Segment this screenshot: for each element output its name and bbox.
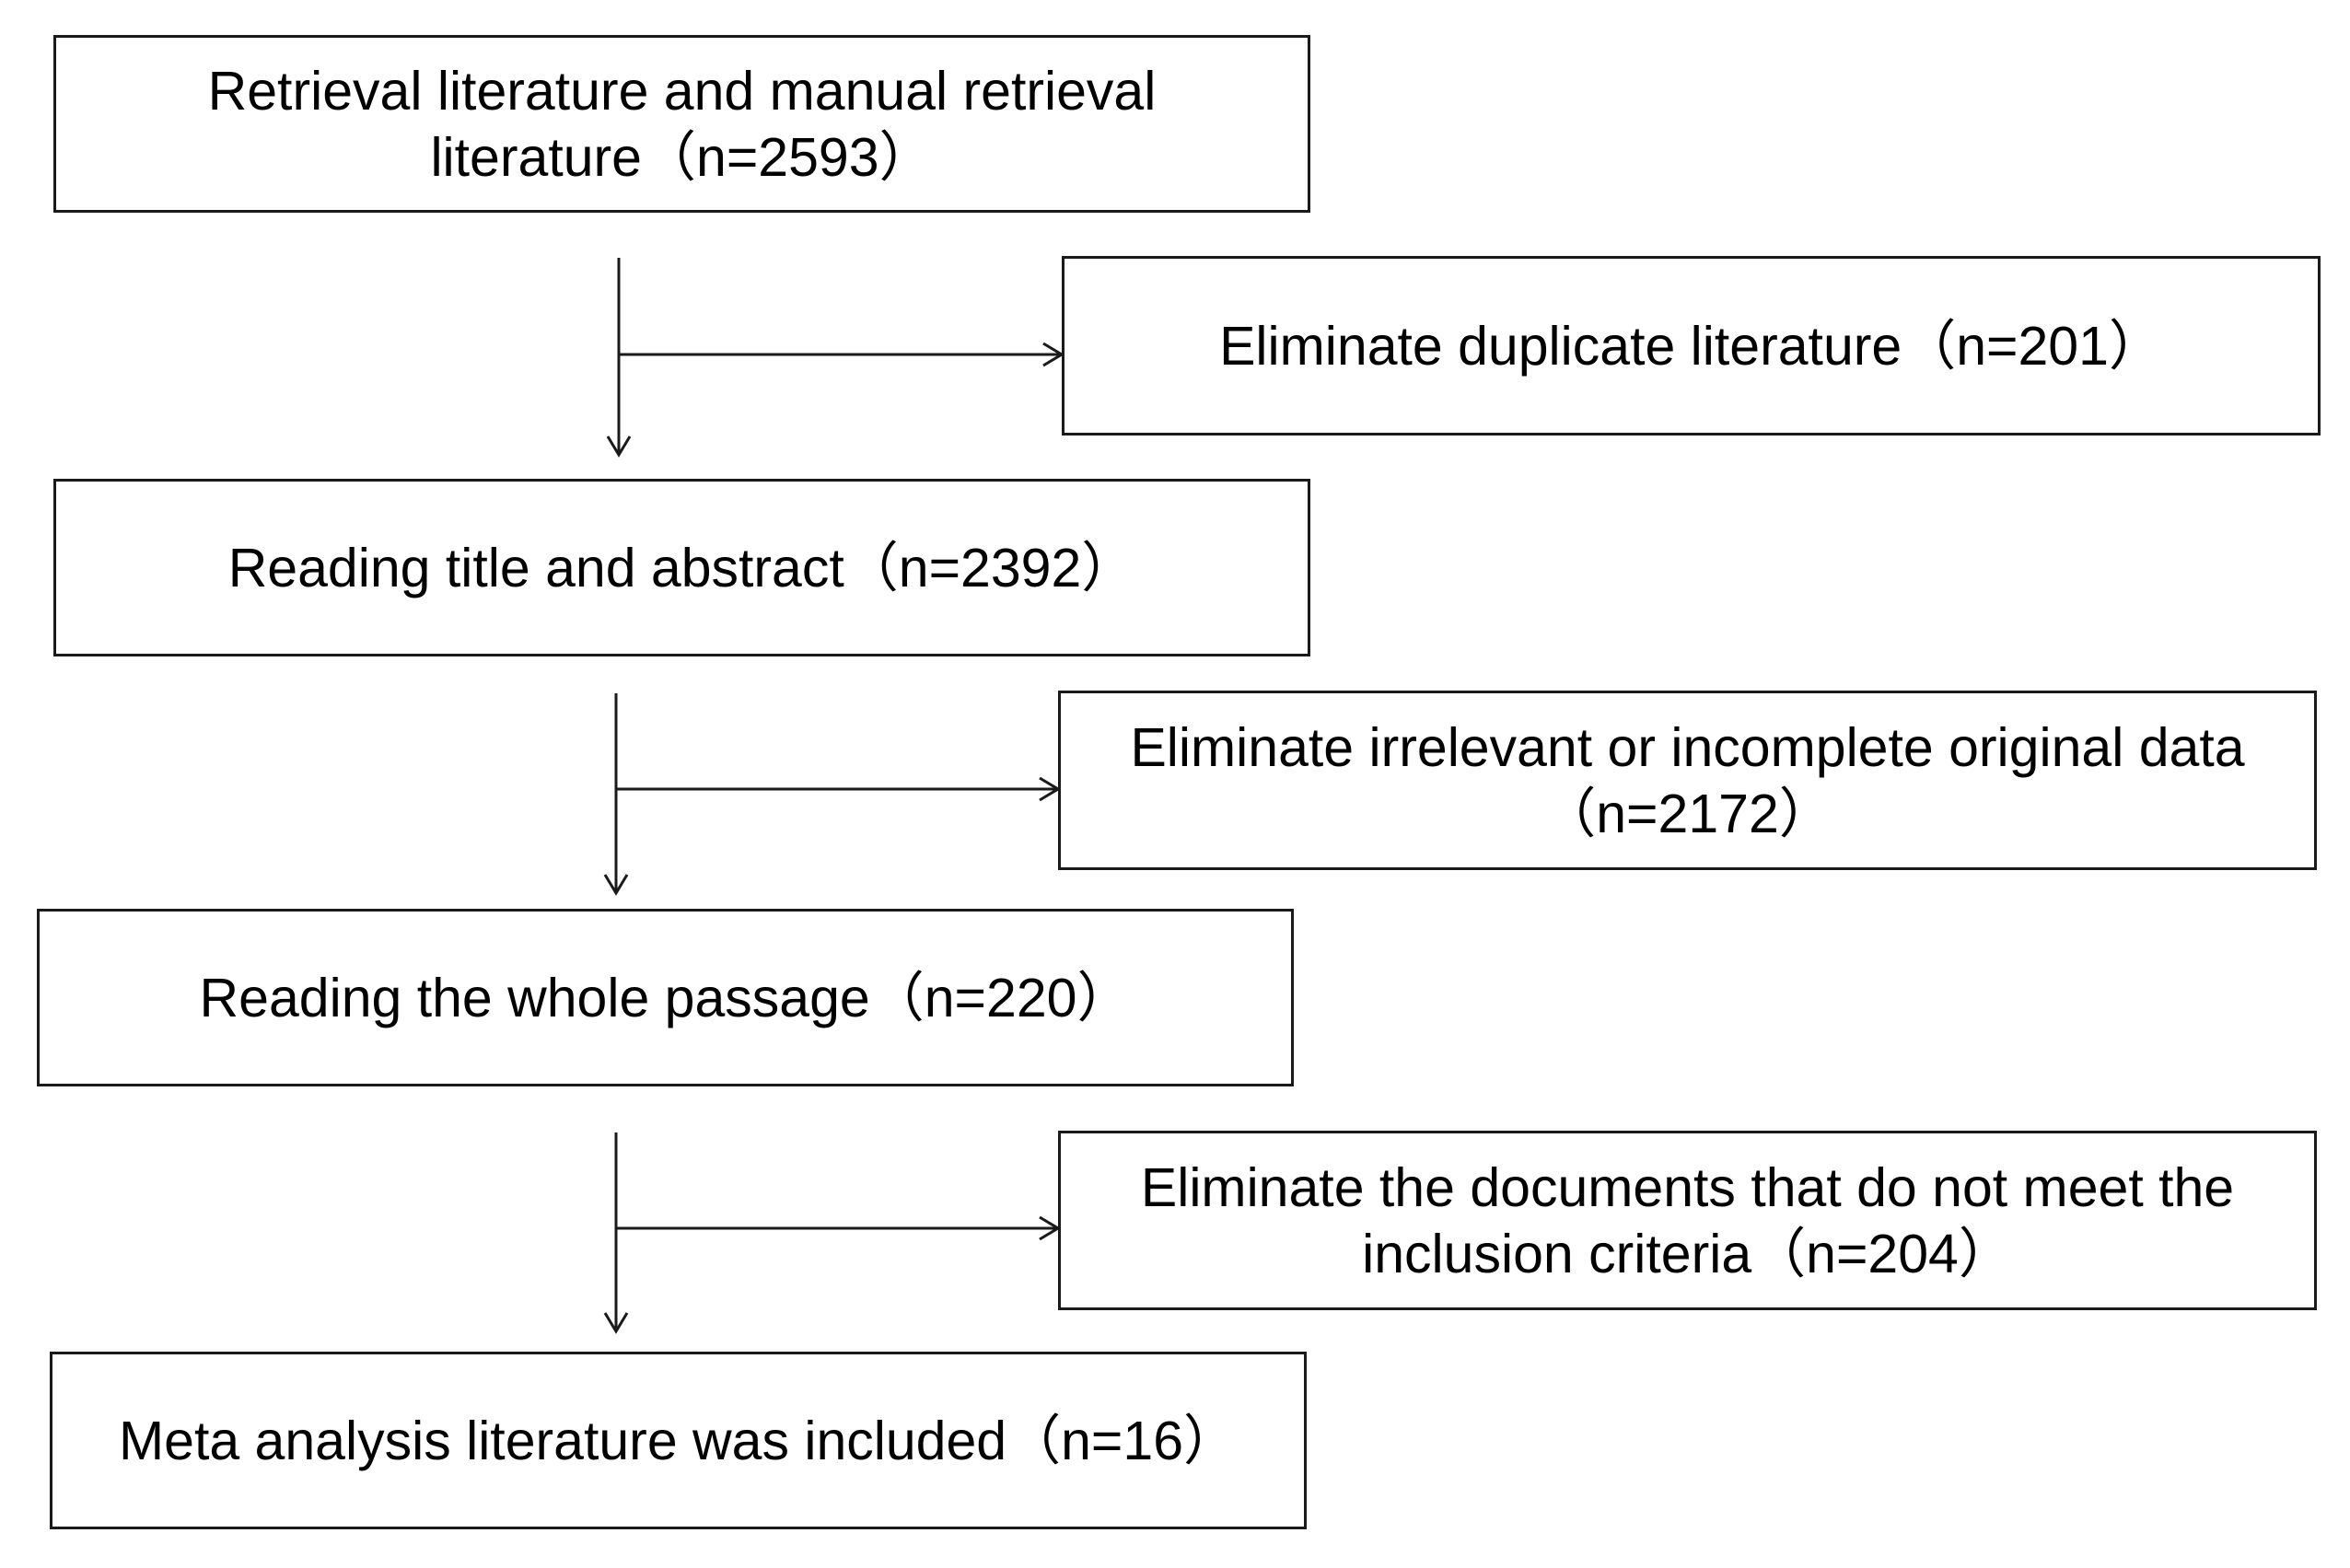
box-text-line: Eliminate the documents that do not meet… [1140, 1156, 2235, 1218]
connector-whole-passage-to-meta-analysis [603, 1132, 1061, 1334]
box-text-line: Reading the whole passage（n=220） [199, 967, 1132, 1028]
connector-reading-title-to-whole-passage [603, 693, 1061, 896]
box-text-line: literature（n=2593） [430, 126, 934, 188]
retrieval-literature-box: Retrieval literature and manual retrieva… [53, 35, 1310, 213]
connector-retrieval-to-reading-title [606, 258, 1064, 458]
eliminate-duplicate-box: Eliminate duplicate literature（n=201） [1062, 256, 2321, 436]
eliminate-irrelevant-box: Eliminate irrelevant or incomplete origi… [1058, 691, 2317, 870]
reading-title-abstract-box: Reading title and abstract（n=2392） [53, 479, 1310, 656]
reading-whole-passage-box: Reading the whole passage（n=220） [37, 909, 1294, 1086]
down-arrowhead [603, 874, 629, 896]
box-text-line: Reading title and abstract（n=2392） [227, 537, 1136, 598]
eliminate-criteria-box: Eliminate the documents that do not meet… [1058, 1131, 2317, 1310]
down-arrowhead [603, 1312, 629, 1334]
box-text-line: inclusion criteria（n=204） [1362, 1223, 2013, 1284]
box-text-line: Eliminate duplicate literature（n=201） [1219, 315, 2163, 377]
box-text-line: Meta analysis literature was included（n=… [118, 1410, 1239, 1471]
meta-analysis-included-box: Meta analysis literature was included（n=… [50, 1352, 1307, 1529]
box-text-line: Eliminate irrelevant or incomplete origi… [1130, 716, 2245, 778]
box-text-line: （n=2172） [1541, 783, 1833, 844]
down-arrowhead [606, 436, 632, 458]
box-text-line: Retrieval literature and manual retrieva… [207, 60, 1157, 122]
